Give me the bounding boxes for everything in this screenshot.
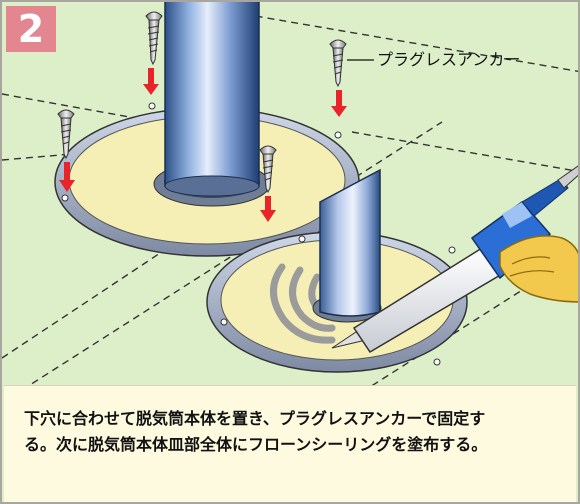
down-arrow-icon: [331, 90, 347, 117]
glove-icon: [499, 235, 578, 303]
pipe-icon: [164, 2, 260, 187]
caption-line-1: 下穴に合わせて脱気筒本体を置き、プラグレスアンカーで固定す: [24, 409, 486, 428]
down-arrow-icon: [59, 162, 75, 192]
caption-text: 下穴に合わせて脱気筒本体を置き、プラグレスアンカーで固定す る。次に脱気筒本体皿…: [24, 406, 564, 458]
caption-line-2: る。次に脱気筒本体皿部全体にフローンシーリングを塗布する。: [24, 435, 488, 454]
down-arrow-icon: [260, 196, 276, 222]
screw-icon: [259, 145, 277, 194]
caption-box: 下穴に合わせて脱気筒本体を置き、プラグレスアンカーで固定す る。次に脱気筒本体皿…: [4, 385, 576, 502]
caulking-gun-icon: [331, 165, 578, 354]
down-arrow-icon: [143, 68, 159, 95]
installation-illustration: [2, 2, 578, 392]
screw-icon: [145, 11, 163, 66]
screw-icon: [57, 109, 75, 160]
step-number-badge: 2: [6, 6, 56, 52]
screw-icon: [329, 39, 347, 88]
plugless-anchor-label: プラグレスアンカー: [377, 50, 521, 69]
